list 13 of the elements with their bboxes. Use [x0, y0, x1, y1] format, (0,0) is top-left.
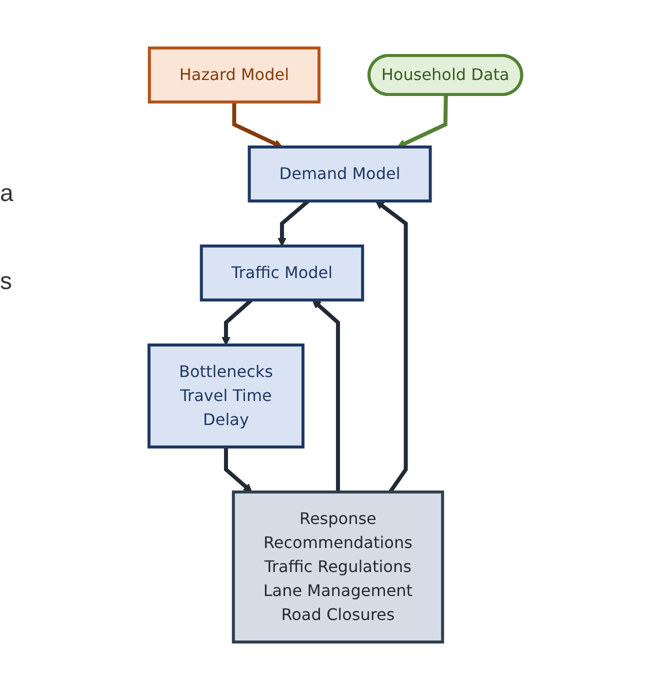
node-box: Traffic Model [200, 244, 364, 302]
node-box: Bottlenecks Travel Time Delay [147, 344, 304, 448]
arrow [312, 300, 340, 492]
node-box: Demand Model [247, 146, 432, 202]
text-fragment: s [0, 268, 13, 296]
arrow [221, 298, 252, 346]
arrow [232, 102, 282, 148]
text-fragment: a [0, 180, 14, 208]
arrow [224, 447, 252, 492]
arrow [396, 94, 448, 148]
node-box: Hazard Model [148, 46, 320, 104]
node-box: Response Recommendations Traffic Regulations Lane Management Road Closures [232, 490, 444, 644]
arrow [375, 200, 408, 494]
